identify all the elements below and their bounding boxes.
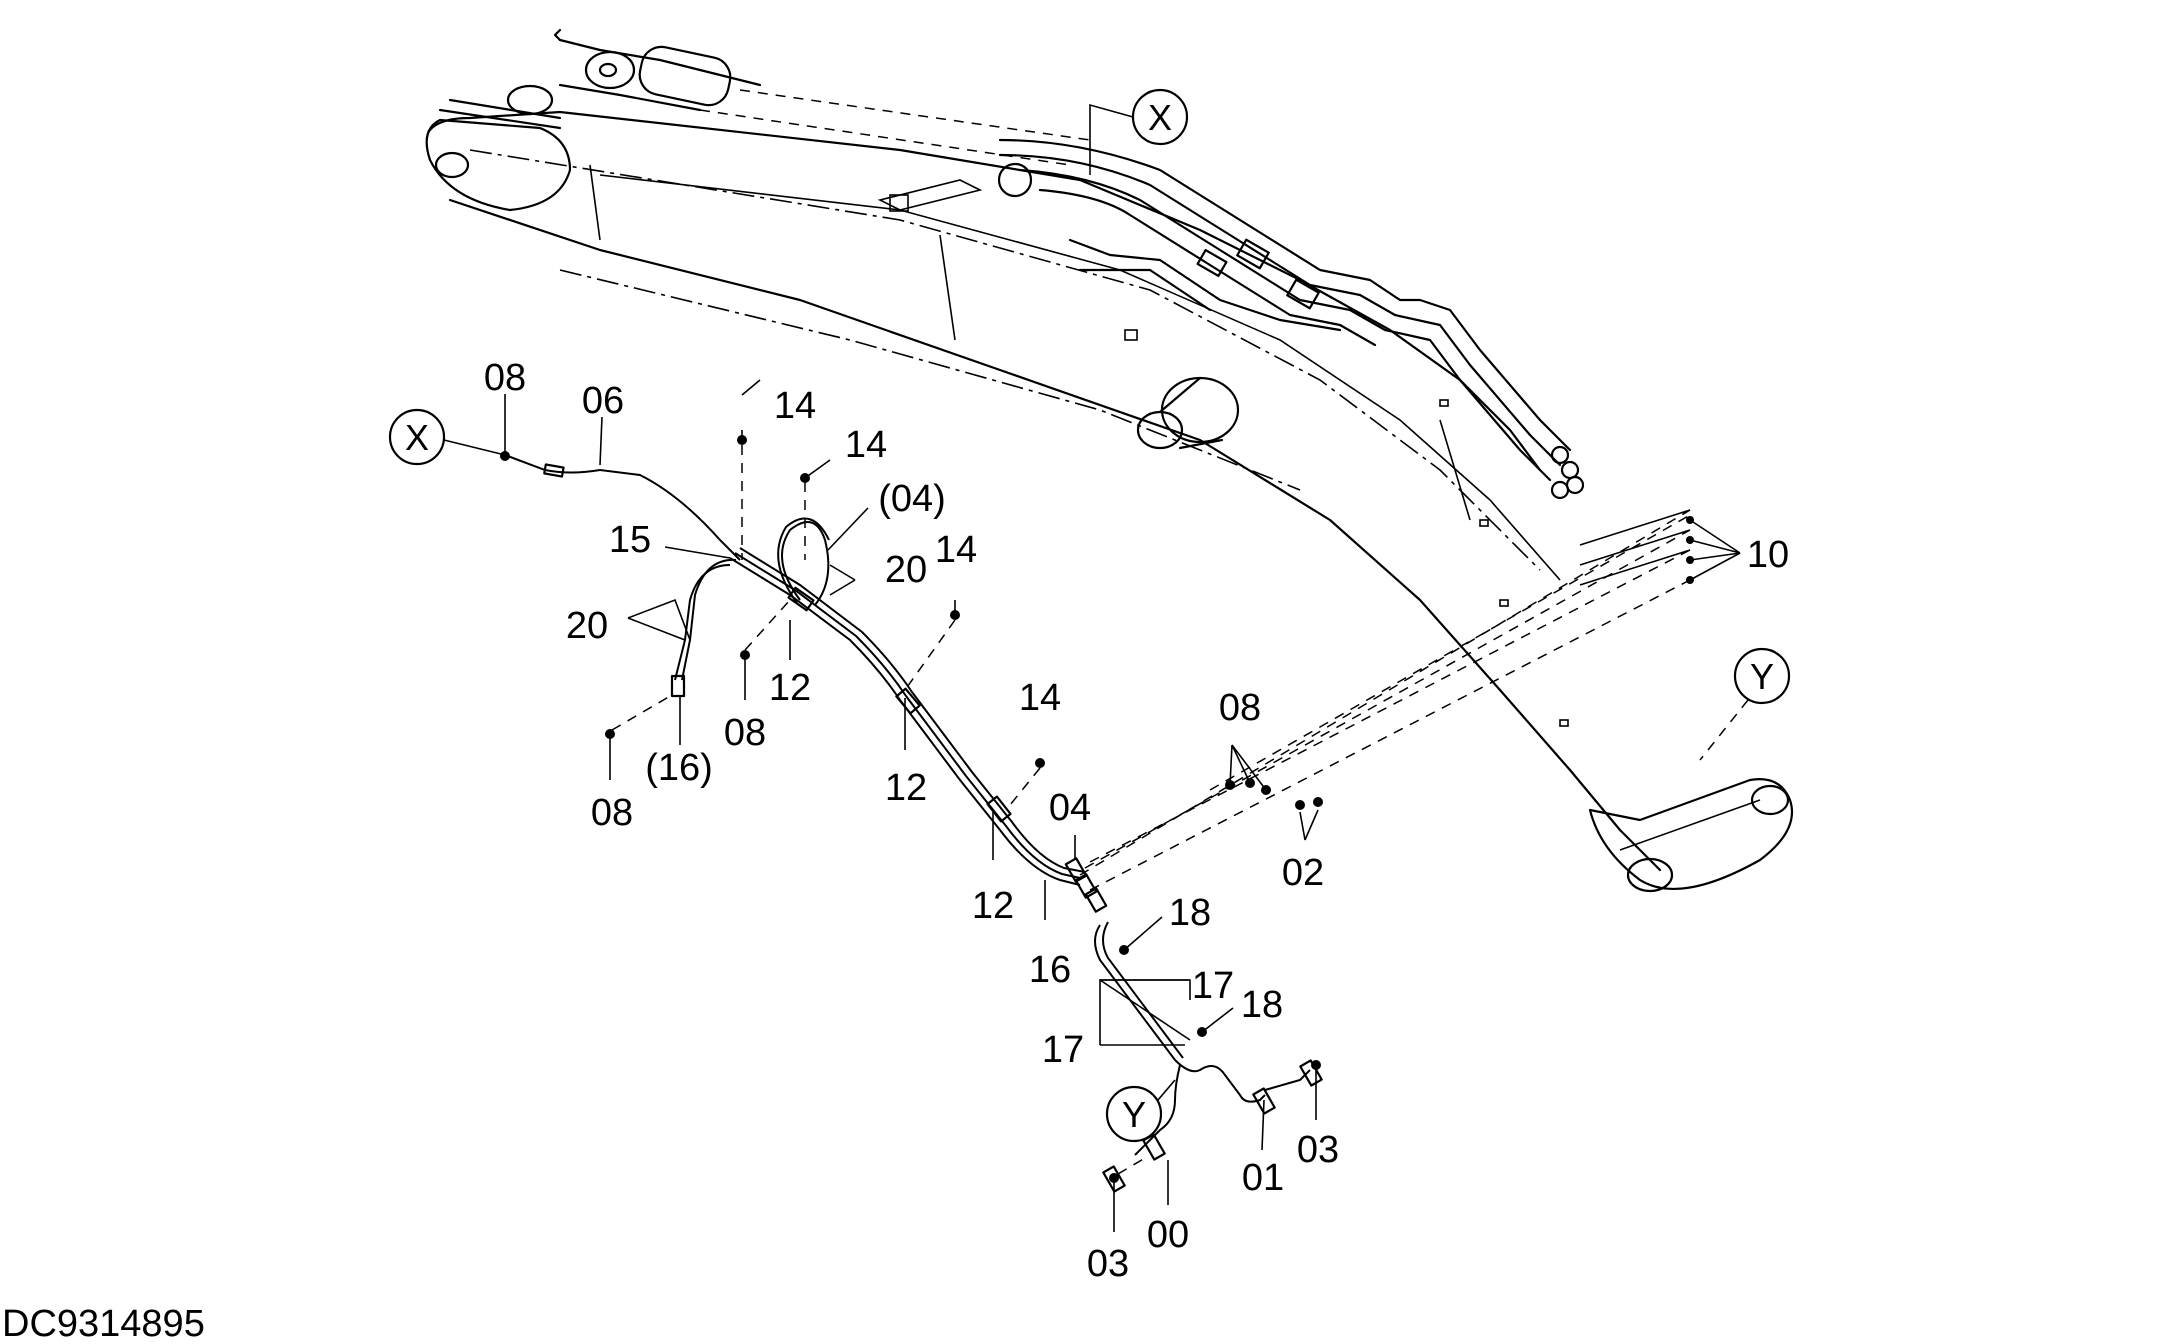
label-04-paren: (04) <box>878 478 946 520</box>
label-14: 14 <box>1019 677 1061 719</box>
label-14: 14 <box>845 424 887 466</box>
label-08: 08 <box>724 712 766 754</box>
label-01: 01 <box>1242 1157 1284 1199</box>
label-15: 15 <box>609 519 651 561</box>
label-12: 12 <box>972 885 1014 927</box>
marker-y-label: Y <box>1122 1094 1146 1135</box>
label-12: 12 <box>769 667 811 709</box>
label-17: 17 <box>1042 1029 1084 1071</box>
label-02: 02 <box>1282 852 1324 894</box>
label-04: 04 <box>1049 787 1091 829</box>
label-18: 18 <box>1169 892 1211 934</box>
marker-x-label: X <box>405 417 429 458</box>
label-17: 17 <box>1192 965 1234 1007</box>
label-08: 08 <box>591 792 633 834</box>
label-14: 14 <box>774 385 816 427</box>
reference-marker-y-right: Y <box>1699 647 1791 761</box>
label-10: 10 <box>1747 534 1789 576</box>
label-08: 08 <box>484 357 526 399</box>
label-18: 18 <box>1241 984 1283 1026</box>
label-08: 08 <box>1219 687 1261 729</box>
label-12: 12 <box>885 767 927 809</box>
label-00: 00 <box>1147 1214 1189 1256</box>
hose-assembly <box>500 451 1694 1193</box>
boom-cylinder <box>438 28 1091 212</box>
drawing-code: DC9314895 <box>2 1303 205 1344</box>
label-20: 20 <box>566 605 608 647</box>
reference-marker-x-left: X <box>388 408 506 466</box>
label-14: 14 <box>935 529 977 571</box>
leader-lines <box>504 379 1741 1232</box>
label-16-paren: (16) <box>645 747 713 789</box>
label-16: 16 <box>1029 949 1071 991</box>
label-06: 06 <box>582 380 624 422</box>
marker-x-label: X <box>1148 97 1172 138</box>
label-03: 03 <box>1087 1243 1129 1285</box>
label-03: 03 <box>1297 1129 1339 1171</box>
label-20: 20 <box>885 549 927 591</box>
reference-marker-y-bottom: Y <box>1105 1079 1176 1143</box>
marker-y-label: Y <box>1750 656 1774 697</box>
boom-body <box>425 110 1794 893</box>
boom-hydraulic-lines <box>998 138 1585 500</box>
part-labels: 08 06 14 14 (04) 15 20 14 20 12 08 (16) … <box>484 357 1789 1285</box>
reference-marker-x-top: X <box>1089 88 1189 180</box>
